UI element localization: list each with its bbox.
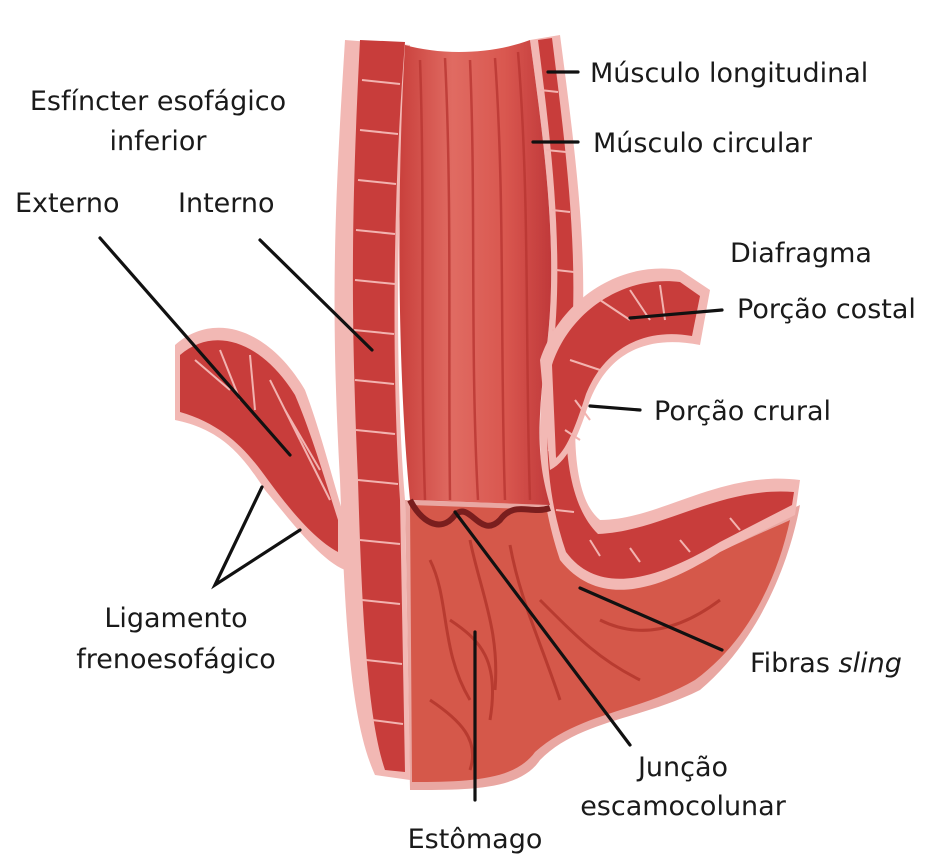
label-esfincter-line2: inferior: [110, 126, 208, 157]
label-fibras-sling: Fibras sling: [750, 648, 902, 679]
label-estomago: Estômago: [408, 824, 543, 855]
label-porcao-crural: Porção crural: [654, 396, 831, 427]
label-ligamento-line2: frenoesofágico: [76, 644, 276, 675]
label-fibras-prefix: Fibras: [750, 648, 839, 679]
label-diafragma: Diafragma: [730, 238, 872, 269]
leader-porcao-crural: [590, 406, 640, 410]
label-esfincter-line1: Esfíncter esofágico: [30, 86, 286, 117]
label-musculo-longitudinal: Músculo longitudinal: [590, 58, 868, 89]
label-ligamento-line1: Ligamento: [104, 603, 247, 634]
label-musculo-circular: Músculo circular: [593, 128, 813, 159]
label-interno: Interno: [178, 188, 275, 219]
label-juncao-line1: Junção: [636, 752, 728, 783]
label-porcao-costal: Porção costal: [737, 294, 916, 325]
label-fibras-italic: sling: [839, 648, 902, 679]
label-juncao-line2: escamocolunar: [580, 791, 787, 822]
label-externo: Externo: [15, 188, 120, 219]
